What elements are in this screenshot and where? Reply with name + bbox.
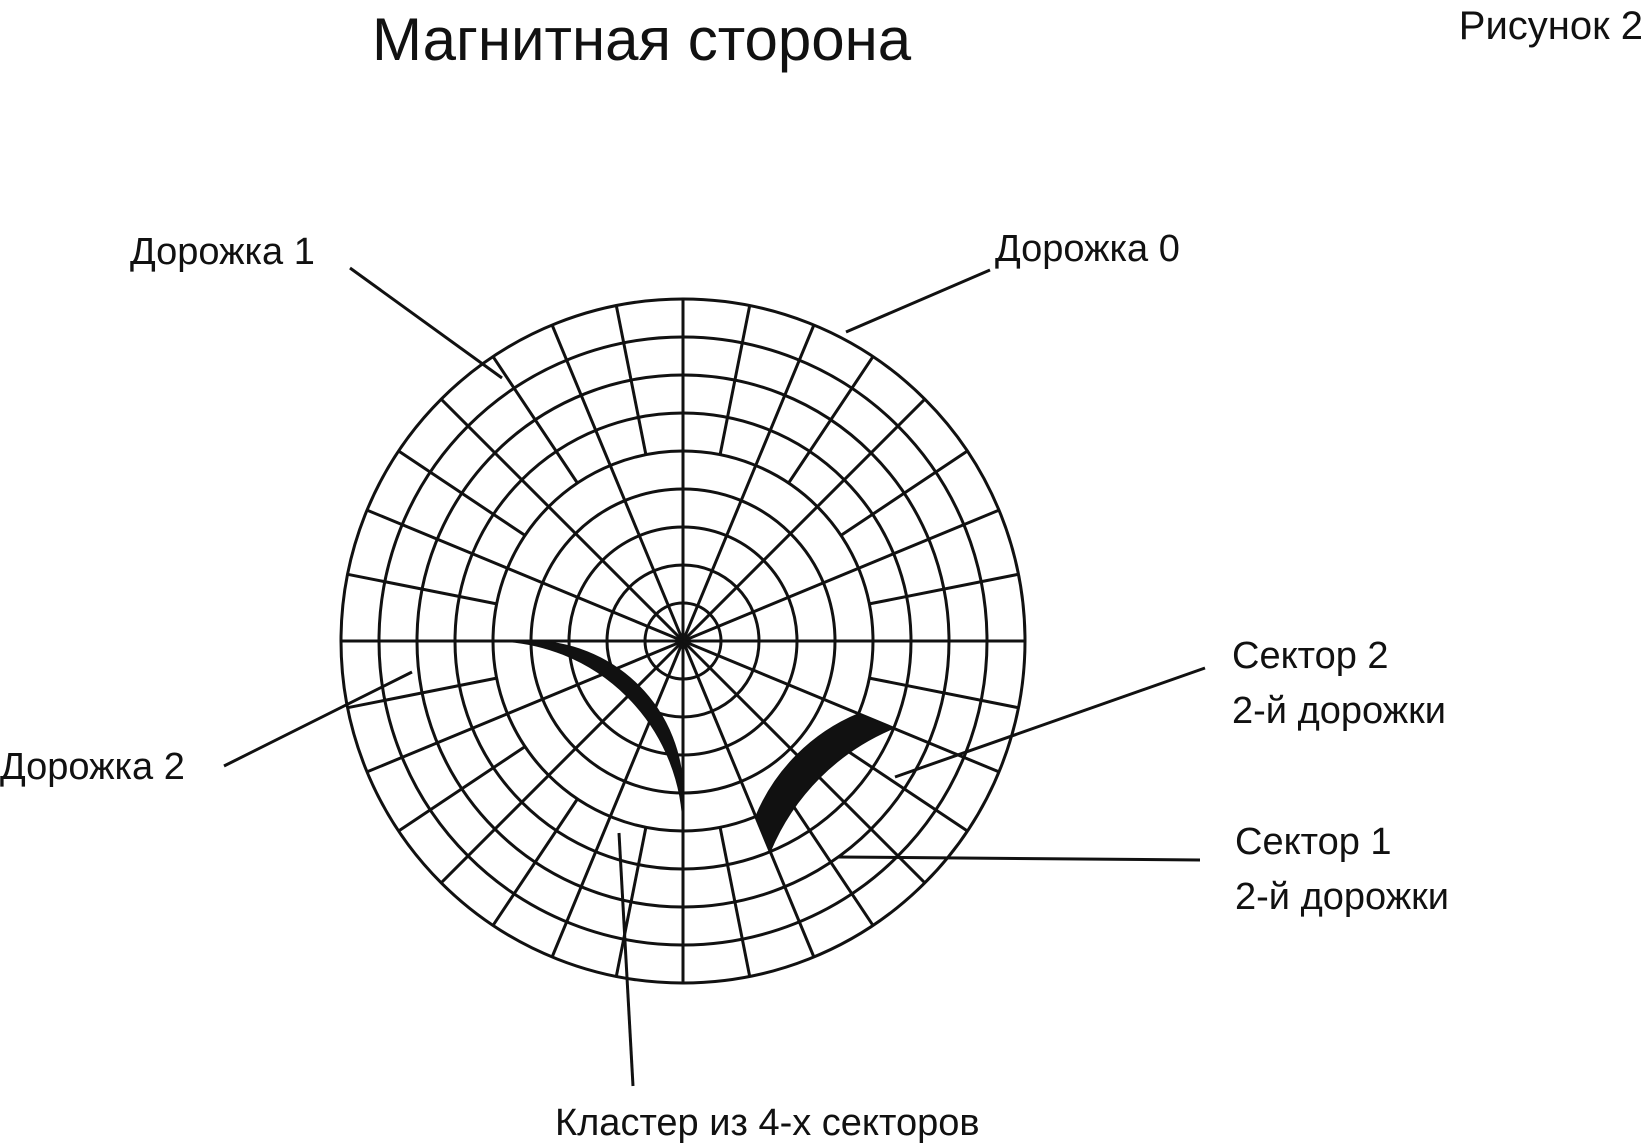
outer-spoke-9 xyxy=(397,745,526,833)
outer-spoke-14 xyxy=(840,745,969,833)
outer-spoke-3 xyxy=(718,305,752,455)
outer-spoke-0 xyxy=(869,572,1019,606)
label-sector-1: Сектор 1 2-й дорожки xyxy=(1235,821,1449,919)
outer-spoke-15 xyxy=(869,676,1019,710)
highlighted-sectors xyxy=(492,640,895,853)
leader-lines xyxy=(223,266,1206,1087)
outer-spoke-13 xyxy=(787,798,875,927)
leader-track-2 xyxy=(223,670,413,768)
sector-spoke-6 xyxy=(440,398,685,643)
leader-track-1 xyxy=(349,266,503,380)
sector-spoke-11 xyxy=(550,640,685,958)
leader-track-0 xyxy=(845,268,991,334)
sector-spoke-1 xyxy=(682,508,1000,643)
sector-spoke-15 xyxy=(682,639,1000,774)
label-track-0: Дорожка 0 xyxy=(995,228,1180,270)
sector-spoke-7 xyxy=(366,508,684,643)
label-track-2: Дорожка 2 xyxy=(0,746,185,788)
outer-spoke-5 xyxy=(491,355,579,484)
outer-spoke-1 xyxy=(840,449,969,537)
leader-cluster xyxy=(617,832,635,1087)
leader-sector-2 xyxy=(894,666,1206,779)
label-track-1: Дорожка 1 xyxy=(130,231,315,273)
outer-spoke-10 xyxy=(491,798,579,927)
label-sector-2: Сектор 2 2-й дорожки xyxy=(1232,635,1446,733)
sector-spokes xyxy=(341,299,1025,983)
sector-spoke-10 xyxy=(440,639,685,884)
outer-spoke-11 xyxy=(614,827,648,977)
outer-spoke-2 xyxy=(787,355,875,484)
outer-spoke-6 xyxy=(397,449,526,537)
outer-spoke-4 xyxy=(614,305,648,455)
cluster-fill xyxy=(492,640,684,832)
outer-spoke-8 xyxy=(347,676,497,710)
figure-label: Рисунок 2 xyxy=(1458,4,1643,48)
diagram-title: Магнитная сторона xyxy=(372,6,912,73)
leader-sector-1 xyxy=(837,855,1201,862)
sector-spoke-3 xyxy=(681,324,816,642)
label-cluster: Кластер из 4-х секторов xyxy=(555,1102,980,1144)
outer-spoke-7 xyxy=(347,572,497,606)
sector-pair-fill xyxy=(755,713,895,853)
sector-spoke-9 xyxy=(366,639,684,774)
outer-spoke-12 xyxy=(718,827,752,977)
sector-spoke-5 xyxy=(550,324,685,642)
sector-spoke-2 xyxy=(681,398,926,643)
sector-spoke-13 xyxy=(681,640,816,958)
